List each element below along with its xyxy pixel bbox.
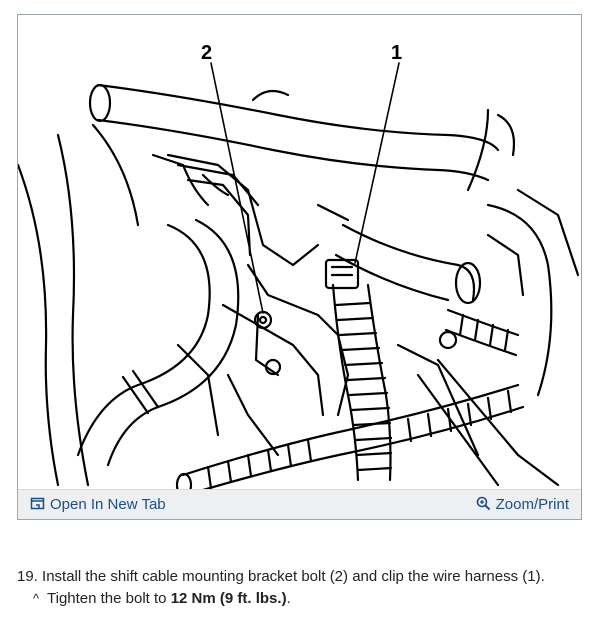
step-number: 19.: [17, 568, 38, 585]
technical-illustration: 2 1: [18, 42, 580, 489]
figure-frame: 2 1 Open In New Tab Z: [17, 14, 582, 520]
open-in-new-tab-label: Open In New Tab: [50, 496, 166, 513]
open-new-tab-icon: [30, 497, 45, 512]
procedure-step: 19. Install the shift cable mounting bra…: [17, 566, 592, 610]
step-19: 19. Install the shift cable mounting bra…: [17, 566, 592, 588]
substep-marker: ^: [33, 591, 40, 606]
substep-prefix: Tighten the bolt to: [47, 590, 171, 607]
substep-suffix: .: [286, 590, 291, 607]
step-text: Install the shift cable mounting bracket…: [42, 568, 545, 585]
callout-1-label: 1: [391, 42, 402, 64]
torque-spec: 12 Nm (9 ft. lbs.): [170, 590, 287, 607]
step-19-substep: ^ Tighten the bolt to 12 Nm (9 ft. lbs.).: [17, 588, 592, 610]
open-in-new-tab-link[interactable]: Open In New Tab: [30, 496, 166, 513]
callout-2-label: 2: [201, 42, 212, 64]
zoom-print-link[interactable]: Zoom/Print: [476, 496, 569, 513]
zoom-print-label: Zoom/Print: [495, 496, 569, 513]
figure-toolbar: Open In New Tab Zoom/Print: [18, 489, 581, 519]
magnifier-icon: [476, 496, 491, 512]
